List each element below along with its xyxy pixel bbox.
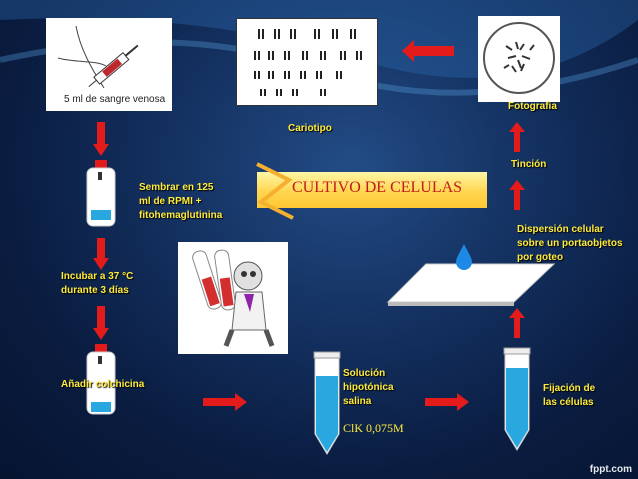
arrow-left-karyotype: [402, 40, 454, 62]
centrifuge-tube-1: [313, 351, 341, 455]
drop-icon: [456, 244, 472, 270]
title-decoration: [256, 162, 294, 220]
label-cariotipo: Cariotipo: [288, 123, 332, 134]
scientist-image: [178, 242, 288, 354]
arrow-down-1: [93, 122, 109, 156]
tube-1: [86, 160, 116, 227]
label-sembrar: Sembrar en 125 ml de RPMI + fitohemaglut…: [139, 182, 223, 221]
chromosomes-icon: [254, 29, 362, 96]
arrow-down-3: [93, 306, 109, 340]
syringe-icon: [57, 25, 139, 89]
title-banner: [257, 172, 487, 208]
blood-caption: 5 ml de sangre venosa: [64, 94, 166, 105]
tube-2: [86, 344, 116, 415]
arrow-right-1: [203, 393, 247, 411]
arrow-up-tincion: [509, 180, 525, 210]
arrow-right-2: [425, 393, 469, 411]
karyotype-image: [236, 18, 378, 106]
page-title: CULTIVO DE CELULAS: [292, 179, 463, 196]
label-tincion: Tinción: [511, 159, 547, 170]
photo-image: [478, 16, 560, 102]
scientist-icon: [192, 249, 275, 347]
arrow-up-fotografia: [509, 122, 525, 152]
arrow-up-dispersion: [509, 308, 525, 338]
label-fijacion: Fijación de las células: [543, 383, 596, 408]
arrow-down-2: [93, 238, 109, 270]
label-kcl: ClK 0,075M: [343, 421, 404, 435]
label-fotografia: Fotografia: [508, 101, 557, 112]
glass-slide: [386, 263, 556, 306]
centrifuge-tube-2: [503, 347, 531, 451]
syringe-image: 5 ml de sangre venosa: [46, 18, 172, 111]
footer-brand: fppt.com: [589, 464, 632, 475]
metaphase-icon: [483, 22, 555, 94]
label-solucion: Solución hipotónica salina: [343, 368, 394, 407]
label-incubar: Incubar a 37 °C durante 3 días: [61, 271, 134, 296]
label-colchicina: Añadir colchicina: [61, 379, 145, 390]
label-dispersion: Dispersión celular sobre un portaobjetos…: [517, 224, 623, 263]
